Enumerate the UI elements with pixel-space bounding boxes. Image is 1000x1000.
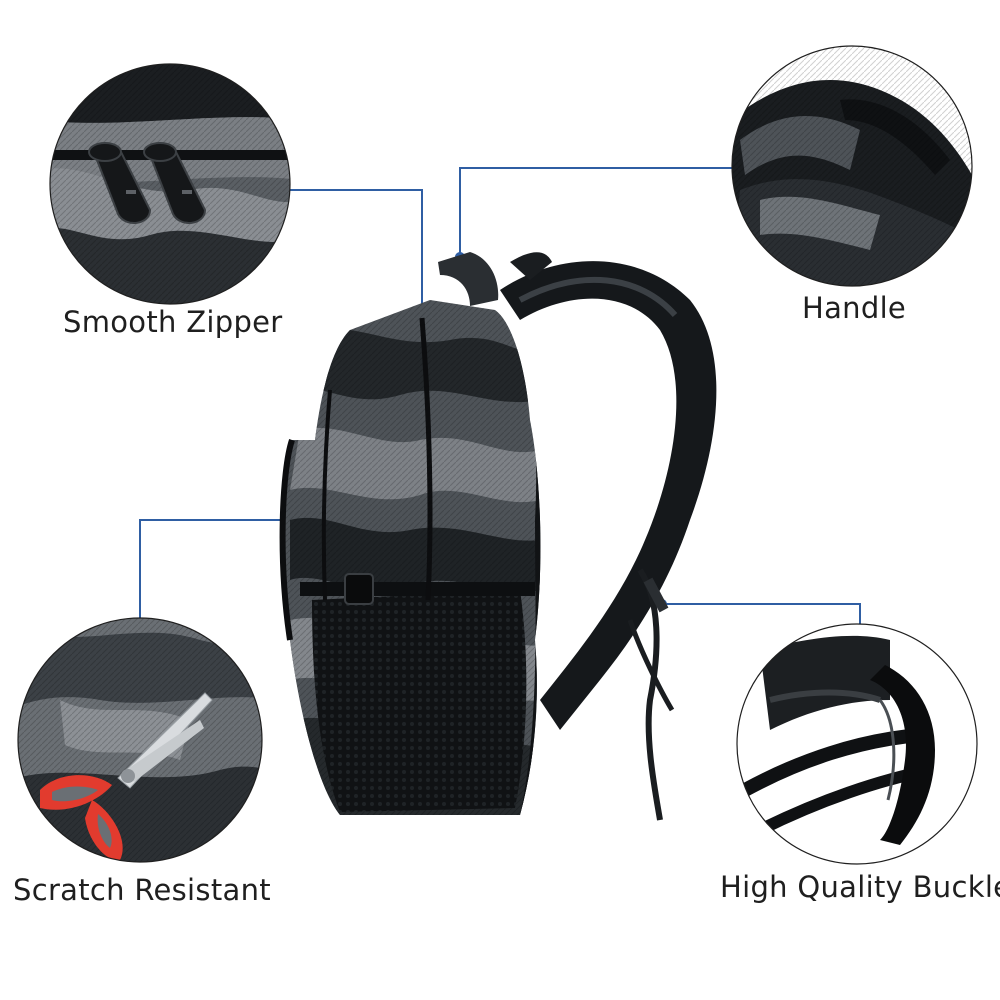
scissors-icon [40, 692, 213, 861]
handle-closeup [731, 45, 973, 287]
handle-label: Handle [802, 291, 907, 325]
buckle-callout-line [662, 603, 861, 628]
mesh-pocket [312, 590, 527, 812]
smooth-zipper-label: Smooth Zipper [63, 305, 283, 339]
shoulder-strap [500, 261, 717, 730]
backpack [279, 252, 717, 821]
handle-callout-line [459, 167, 735, 257]
zipper-closeup [49, 63, 291, 305]
high-quality-buckle-label: High Quality Buckle [720, 870, 1000, 904]
zipper-callout-line [289, 189, 423, 318]
buckle-shape [870, 665, 935, 845]
top-handle [438, 252, 499, 306]
scratch-closeup [17, 617, 263, 863]
buckle-closeup [736, 623, 978, 865]
scratch-resistant-label: Scratch Resistant [13, 873, 271, 907]
